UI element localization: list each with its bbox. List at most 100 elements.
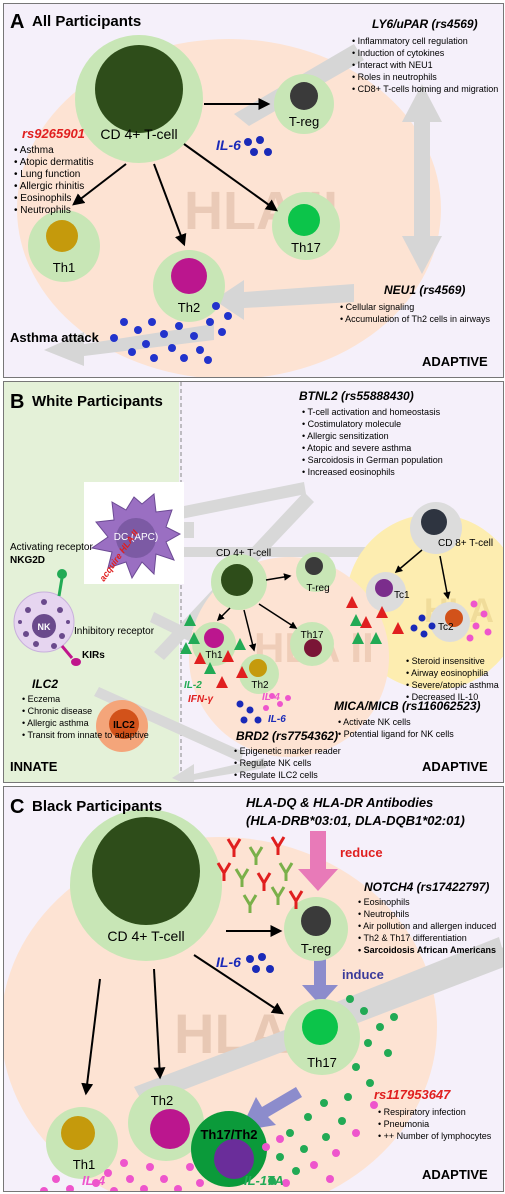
arrow-cd4-th2-c: [153, 968, 166, 1080]
inhibitory-label: Inhibitory receptor: [74, 626, 155, 637]
svg-text:• Air pollution and allergen i: • Air pollution and allergen induced: [358, 921, 496, 931]
svg-text:• Neutrophils: • Neutrophils: [14, 205, 71, 216]
arrow-cd4-treg-b: [265, 573, 292, 581]
grey-arrow-neu1: [214, 280, 354, 320]
svg-text:• Increased eosinophils: • Increased eosinophils: [302, 467, 395, 477]
brd2-title: BRD2 (rs7754362): [236, 729, 338, 743]
cd4-label: CD 4+ T-cell: [100, 126, 177, 142]
tc1-red-triangles: [346, 596, 404, 634]
svg-text:• Severe/atopic asthma: • Severe/atopic asthma: [406, 680, 499, 690]
th2-label: Th2: [178, 300, 200, 315]
tc1-label: Tc1: [394, 590, 410, 601]
panel-b-diagram: HLA I HLA II DC (APC) acquire HLA II NK …: [4, 382, 503, 782]
th1-label-b: Th1: [205, 650, 223, 661]
il6-label-c: IL-6: [216, 954, 241, 970]
svg-text:• Potential ligand for NK cell: • Potential ligand for NK cells: [338, 729, 454, 739]
asthma-attack-label: Asthma attack: [10, 330, 100, 345]
svg-text:• Pneumonia: • Pneumonia: [378, 1119, 429, 1129]
innate-label: INNATE: [10, 759, 58, 774]
th17-label: Th17: [291, 240, 321, 255]
dc-label: DC (APC): [114, 532, 158, 543]
svg-text:• Airway eosinophilia: • Airway eosinophilia: [406, 668, 488, 678]
arrow-cd8-tc2: [439, 555, 451, 600]
svg-text:• Transit from innate to adapt: • Transit from innate to adaptive: [22, 730, 149, 740]
th17-nucleus-c: [302, 1009, 338, 1045]
panel-a: HLA II CD 4+ T-cell T-reg Th1 Th2 Th17 I…: [3, 3, 504, 378]
ly6-list: • Inflammatory cell regulation • Inducti…: [352, 36, 498, 94]
svg-text:• Induction of cytokines: • Induction of cytokines: [352, 48, 445, 58]
panel-b-letter: B: [10, 391, 24, 413]
arrow-cd4-th1: [72, 163, 127, 206]
adaptive-label-c: ADAPTIVE: [422, 1167, 488, 1182]
svg-text:• Sarcoidosis in German popula: • Sarcoidosis in German population: [302, 455, 443, 465]
neu1-list: • Cellular signaling • Accumulation of T…: [340, 302, 491, 324]
grey-arrow-brd2: [172, 758, 266, 782]
panel-c-diagram: HLA II CD 4+ T-cell T-reg Th1 Th2 Th17 T…: [4, 795, 503, 1191]
treg-label-b: T-reg: [306, 583, 329, 594]
il17a-label: IL-17A: [244, 1173, 284, 1188]
th2-nucleus: [171, 258, 207, 294]
treg-nucleus: [290, 82, 318, 110]
nkg2d-label: NKG2D: [10, 555, 45, 566]
panel-b: HLA I HLA II DC (APC) acquire HLA II NK …: [3, 381, 504, 783]
il4-dots-c2: [262, 1101, 378, 1187]
activating-label: Activating receptor: [10, 542, 93, 553]
th17-label-c: Th17: [307, 1055, 337, 1070]
svg-text:• Eosinophils: • Eosinophils: [14, 193, 71, 204]
il4-dots-b: [263, 693, 291, 711]
dc-cell: [90, 493, 182, 580]
th2-nucleus-c: [150, 1109, 190, 1149]
svg-text:• Roles in neutrophils: • Roles in neutrophils: [352, 72, 437, 82]
rs9265901-title: rs9265901: [22, 126, 85, 141]
ly6-title: LY6/uPAR (rs4569): [372, 17, 478, 31]
tc1-green-triangles: [350, 614, 382, 644]
il4-label-c: IL-4: [82, 1173, 106, 1188]
cd8-label: CD 8+ T-cell: [438, 538, 493, 549]
ilc2-title: ILC2: [32, 677, 58, 691]
th2-label-b: Th2: [251, 680, 269, 691]
svg-text:• Lung function: • Lung function: [14, 169, 80, 180]
panel-a-title: All Participants: [32, 13, 141, 30]
th1-nucleus: [46, 220, 78, 252]
tc2-blue-dots: [410, 614, 436, 638]
cd4-label-b: CD 4+ T-cell: [216, 548, 271, 559]
panel-c: HLA II CD 4+ T-cell T-reg Th1 Th2 Th17 T…: [3, 786, 504, 1192]
svg-text:• Atopic dermatitis: • Atopic dermatitis: [14, 157, 94, 168]
arrow-cd4-th17-b: [258, 603, 298, 629]
induce-label: induce: [342, 967, 384, 982]
il6-dots-c: [246, 953, 274, 973]
tc2-label: Tc2: [438, 622, 454, 633]
treg-nucleus-c: [301, 906, 331, 936]
tc2-list: • Steroid insensitive • Airway eosinophi…: [406, 656, 499, 702]
il4-dots-c: [40, 1159, 204, 1191]
th1-label-c: Th1: [73, 1157, 95, 1172]
antibodies-title: HLA-DQ & HLA-DR Antibodies: [246, 795, 433, 810]
rs9265901-list: • Asthma • Atopic dermatitis • Lung func…: [14, 145, 94, 216]
svg-text:• Inflammatory cell regulation: • Inflammatory cell regulation: [352, 36, 468, 46]
th17th2-nucleus: [214, 1139, 254, 1179]
th17th2-label: Th17/Th2: [200, 1127, 257, 1142]
mica-list: • Activate NK cells • Potential ligand f…: [338, 717, 454, 739]
svg-text:• Accumulation of Th2 cells in: • Accumulation of Th2 cells in airways: [340, 314, 491, 324]
treg-label: T-reg: [289, 114, 319, 129]
cd4-nucleus-c: [92, 817, 200, 925]
cd4-label-c: CD 4+ T-cell: [107, 928, 184, 944]
arrow-cd4-th17-c: [193, 954, 285, 1015]
cd4-nucleus: [95, 45, 183, 133]
svg-text:• T-cell activation and homeos: • T-cell activation and homeostasis: [302, 407, 441, 417]
arrow-cd8-tc1: [394, 549, 423, 573]
ilc2-nucleus: [109, 709, 139, 739]
svg-text:• Regulate NK cells: • Regulate NK cells: [234, 758, 312, 768]
svg-text:• Allergic asthma: • Allergic asthma: [22, 718, 89, 728]
cd4-nucleus-b: [221, 564, 253, 596]
il6-label-b: IL-6: [268, 714, 286, 725]
th2-dots: [110, 302, 232, 364]
mica-title: MICA/MICB (rs116062523): [334, 699, 481, 713]
svg-text:• Respiratory infection: • Respiratory infection: [378, 1107, 466, 1117]
svg-text:• Atopic and severe asthma: • Atopic and severe asthma: [302, 443, 411, 453]
svg-text:• Epigenetic marker reader: • Epigenetic marker reader: [234, 746, 341, 756]
svg-text:• Neutrophils: • Neutrophils: [358, 909, 410, 919]
il6-label: IL-6: [216, 137, 241, 153]
ilc2-cell-label: ILC2: [113, 720, 135, 731]
tc2-pink-dots: [466, 600, 492, 642]
